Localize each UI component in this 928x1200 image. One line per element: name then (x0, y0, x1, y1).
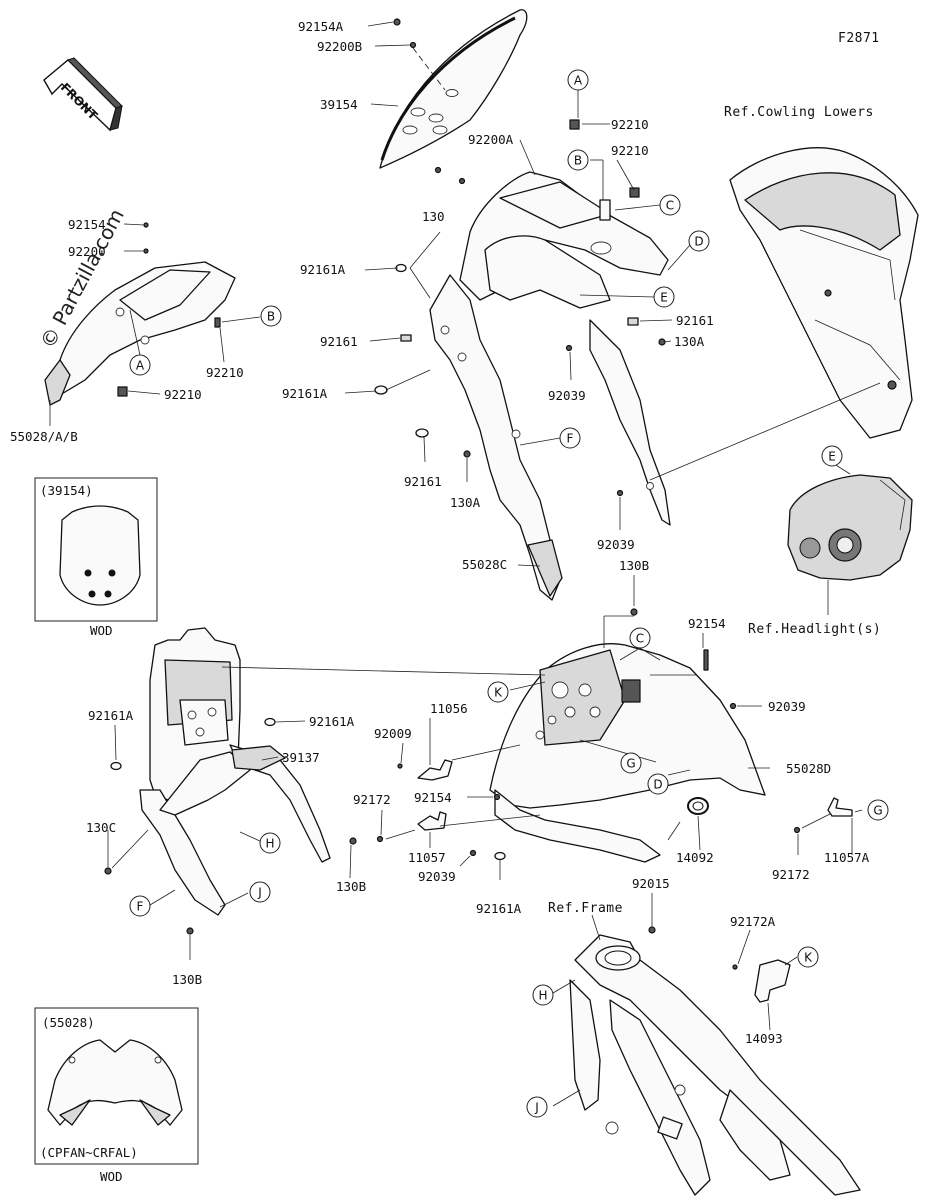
bracket-11056 (417, 759, 453, 781)
front-direction-arrow: FRONT (43, 57, 123, 132)
inset-windshield-title: (39154) (40, 483, 93, 498)
cowling-lowers-reference (729, 147, 919, 439)
label-92200-left: 92200 (68, 244, 106, 259)
frame-reference (569, 934, 861, 1196)
callout-k-right: K (804, 951, 813, 965)
label-92210-left2: 92210 (164, 387, 202, 402)
label-92161a-mid: 92161A (282, 386, 328, 401)
leader-lines (49, 21, 881, 1107)
inset-cowling-box (34, 1007, 199, 1165)
callout-e-headlight: E (828, 450, 836, 464)
label-130a-bottom: 130A (450, 495, 481, 510)
label-92161a-bottom: 92161A (476, 901, 522, 916)
label-14092: 14092 (676, 850, 714, 865)
label-11056: 11056 (430, 701, 468, 716)
label-92154-right: 92154 (688, 616, 726, 631)
label-92161a-bottom-right: 92161A (309, 714, 355, 729)
left-stay-55028c (429, 274, 563, 601)
callout-e-top: E (660, 291, 668, 305)
label-92172-left: 92172 (353, 792, 391, 807)
label-130a-right: 130A (674, 334, 705, 349)
callout-j-frame: J (534, 1101, 539, 1115)
callout-h-left: H (265, 837, 274, 851)
windshield-part (379, 9, 528, 169)
ref-frame: Ref.Frame (548, 901, 623, 916)
label-92154-left: 92154 (68, 217, 106, 232)
label-55028c: 55028C (462, 557, 507, 572)
label-55028-a-b: 55028/A/B (10, 429, 78, 444)
callout-b-top: B (574, 154, 582, 168)
callout-c-top: C (666, 199, 674, 213)
label-92009: 92009 (374, 726, 412, 741)
label-39137: 39137 (282, 750, 320, 765)
meter-cover-panel (489, 643, 766, 863)
callout-c-panel: C (636, 632, 644, 646)
callout-h-frame: H (538, 989, 547, 1003)
label-92161a-top: 92161A (300, 262, 346, 277)
label-11057: 11057 (408, 850, 446, 865)
label-92161-left: 92161 (320, 334, 358, 349)
label-11057a: 11057A (824, 850, 870, 865)
label-92210-top: 92210 (611, 117, 649, 132)
ref-headlights: Ref.Headlight(s) (748, 622, 881, 637)
label-130b-low: 130B (172, 972, 202, 987)
label-130c: 130C (86, 820, 116, 835)
callout-d-top: D (694, 235, 703, 249)
label-130-top: 130 (422, 209, 445, 224)
label-92154a: 92154A (298, 19, 344, 34)
bracket-14093 (754, 959, 791, 1003)
label-92039-mid: 92039 (548, 388, 586, 403)
label-92161-bottom: 92161 (404, 474, 442, 489)
label-55028d: 55028D (786, 761, 831, 776)
label-92172-right: 92172 (772, 867, 810, 882)
label-39154: 39154 (320, 97, 358, 112)
bracket-11057 (417, 811, 447, 831)
inset-cowling-title: (55028) (42, 1015, 95, 1030)
callout-g-right: G (873, 804, 882, 818)
upper-bracket-assembly (459, 171, 669, 309)
label-92015: 92015 (632, 876, 670, 891)
callout-j-left: J (257, 886, 262, 900)
label-130b-mid: 130B (336, 879, 366, 894)
callout-a-left: A (136, 359, 145, 373)
label-92210-left1: 92210 (206, 365, 244, 380)
label-92172a: 92172A (730, 914, 776, 929)
inset-cowling-note: WOD (100, 1169, 123, 1184)
label-92039-low: 92039 (597, 537, 635, 552)
callout-k-panel: K (494, 686, 503, 700)
callout-g-panel: G (626, 757, 635, 771)
part-number-labels: 92154A 92200B 39154 92200A 92210 92210 1… (10, 19, 870, 1046)
fasteners (104, 18, 801, 970)
figure-code: F2871 (838, 31, 880, 46)
callout-b-left: B (267, 310, 275, 324)
right-stay (589, 319, 671, 526)
callout-d-panel: D (653, 778, 662, 792)
inset-windshield-box (34, 477, 158, 622)
label-92154-center: 92154 (414, 790, 452, 805)
callout-circles: A B C D E F B A E K C G D H F J G K H (129, 69, 889, 1118)
label-92039-bottom: 92039 (418, 869, 456, 884)
label-92039-right: 92039 (768, 699, 806, 714)
callout-f-left: F (137, 900, 144, 914)
headlight-reference (787, 474, 913, 581)
inset-windshield-note: WOD (90, 623, 113, 638)
label-92200a: 92200A (468, 132, 514, 147)
bracket-11057a (827, 797, 853, 817)
inset-cowling-range: (CPFAN~CRFAL) (40, 1145, 138, 1160)
label-92161-right: 92161 (676, 313, 714, 328)
left-side-cowling (44, 261, 236, 406)
label-92161a-bottom-left: 92161A (88, 708, 134, 723)
label-92210-b: 92210 (611, 143, 649, 158)
label-130b-top: 130B (619, 558, 649, 573)
label-92200b: 92200B (317, 39, 362, 54)
meter-bracket-frame (139, 627, 331, 916)
label-14093: 14093 (745, 1031, 783, 1046)
grommet-14092 (687, 797, 709, 815)
callout-f-top: F (567, 432, 574, 446)
callout-a-top: A (574, 74, 583, 88)
ref-cowling-lowers: Ref.Cowling Lowers (724, 105, 874, 120)
